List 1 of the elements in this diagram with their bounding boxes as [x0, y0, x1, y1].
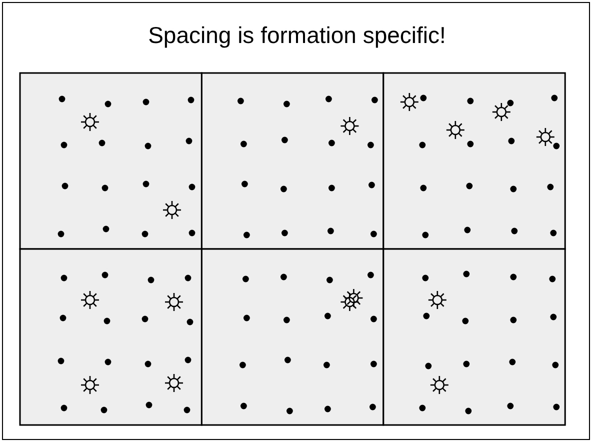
title: Spacing is formation specific! — [147, 22, 447, 49]
